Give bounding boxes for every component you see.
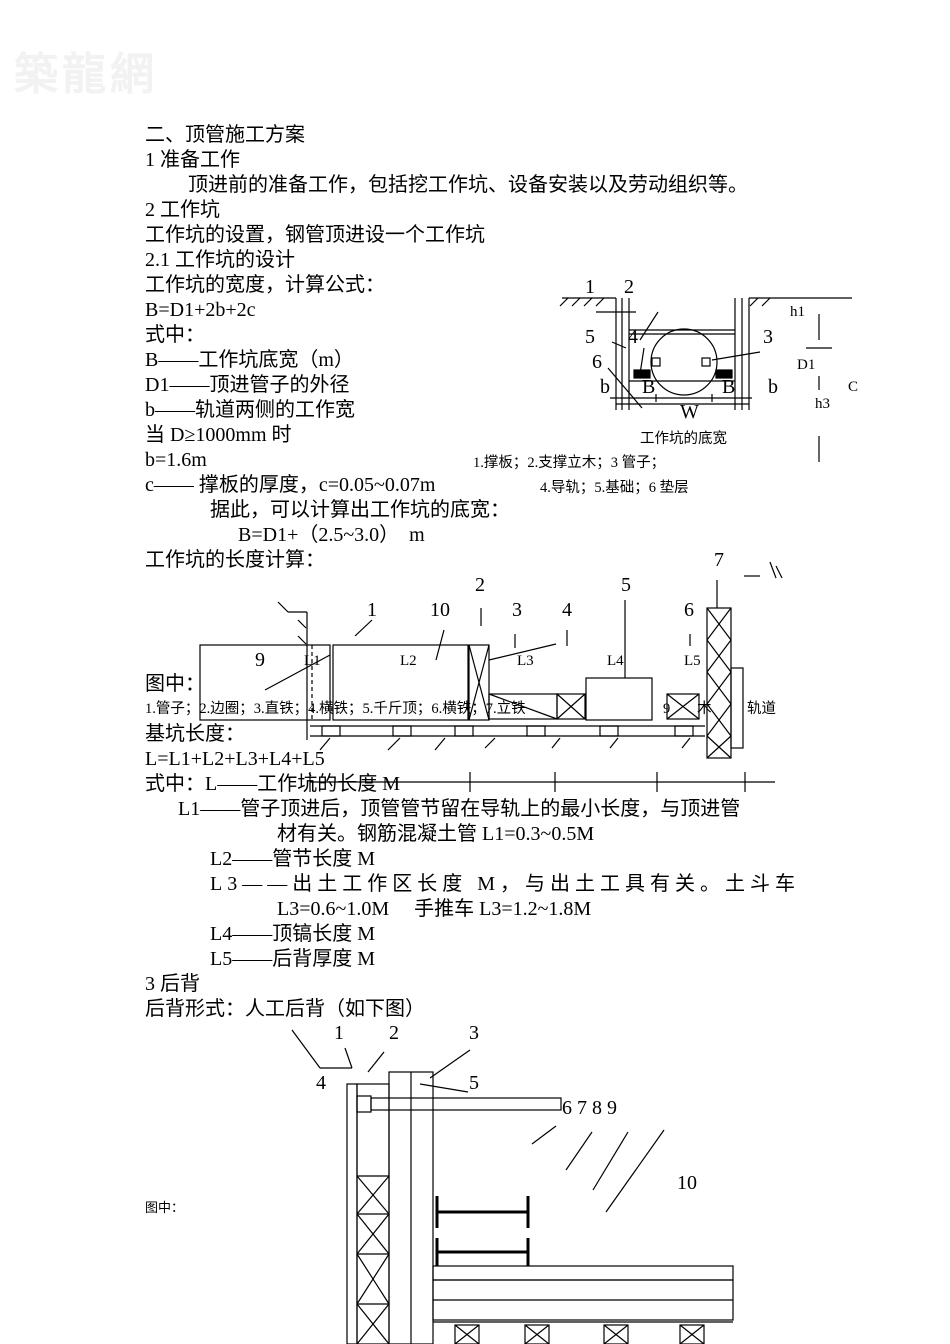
accordingly-text: 据此，可以计算出工作坑的底宽： (210, 499, 510, 521)
fig1-label-3: 3 (763, 326, 773, 348)
fig3-label-2: 2 (389, 1022, 399, 1044)
watermark: 築龍網 (14, 49, 158, 100)
b-value: b=1.6m (145, 449, 207, 471)
figure-back (291, 1029, 734, 1344)
fig2-label-L5: L5 (684, 653, 701, 669)
fig2-label-5: 5 (621, 574, 631, 596)
def-L3-line2: L3=0.6~1.0M 手推车 L3=1.2~1.8M (277, 898, 592, 920)
def-L1-line1: L1——管子顶进后，顶管管节留在导轨上的最小长度，与顶进管 (178, 798, 741, 820)
def-L5: L5——后背厚度 M (210, 948, 375, 970)
def-B: B——工作坑底宽（m） (145, 349, 354, 371)
fig1-label-B-right: B (722, 376, 736, 398)
fig2-label-3: 3 (512, 599, 522, 621)
fig2-label-2: 2 (475, 574, 485, 596)
fig1-label-D1: D1 (797, 357, 816, 373)
pit-length-label: 基坑长度： (145, 723, 245, 745)
def-L3-line1: L3——出土工作区长度 M，与出土工具有关。土斗车 (210, 873, 800, 895)
def-L1-line2: 材有关。钢筋混凝土管 L1=0.3~0.5M (277, 823, 595, 845)
def-b: b——轨道两侧的工作宽 (145, 399, 355, 421)
fig1-label-5: 5 (585, 326, 595, 348)
def-L: 式中：L——工作坑的长度 M (145, 773, 400, 795)
length-calc-heading: 工作坑的长度计算： (145, 549, 325, 571)
fig1-caption: 工作坑的底宽 (640, 431, 727, 447)
fig1-label-1: 1 (585, 276, 595, 298)
heading-design: 2.1 工作坑的设计 (145, 249, 295, 271)
where-label: 式中： (145, 324, 205, 346)
fig1-legend-1: 1.撑板；2.支撑立木；3 管子； (473, 455, 666, 471)
heading-pit: 2 工作坑 (145, 199, 220, 221)
def-L4: L4——顶镐长度 M (210, 923, 375, 945)
fig1-label-B-left: B (642, 376, 656, 398)
fig1-label-h3: h3 (815, 396, 830, 412)
fig2-label-7: 7 (714, 549, 724, 571)
fig3-label-1: 1 (334, 1022, 344, 1044)
B-result: B=D1+（2.5~3.0） m (238, 524, 425, 546)
def-L2: L2——管节长度 M (210, 848, 375, 870)
fig1-label-h1: h1 (790, 304, 805, 320)
fig3-label-3: 3 (469, 1022, 479, 1044)
fig1-label-C: C (848, 379, 859, 395)
fig2-label-L1: L1 (304, 653, 321, 669)
fig2-label-L4: L4 (607, 653, 624, 669)
back-form-text: 后背形式：人工后背（如下图） (145, 998, 425, 1020)
section-heading: 二、顶管施工方案 (145, 124, 305, 146)
fig1-label-b-left: b (600, 376, 610, 398)
fig2-label-10: 10 (430, 599, 450, 621)
fig2-legend-wood: 木 (697, 701, 712, 717)
fig2-label-1: 1 (367, 599, 377, 621)
paragraph-prep: 顶进前的准备工作，包括挖工作坑、设备安装以及劳动组织等。 (188, 174, 748, 196)
def-c: c—— 撑板的厚度，c=0.05~0.07m (145, 474, 436, 496)
fig2-legend-rail: 轨道 (747, 701, 776, 717)
fig3-label-5: 5 (469, 1072, 479, 1094)
fig1-label-4: 4 (628, 326, 638, 348)
def-D1: D1——顶进管子的外径 (145, 374, 350, 396)
width-formula: B=D1+2b+2c (145, 299, 256, 321)
fig2-label-6: 6 (684, 599, 694, 621)
fig2-label-9: 9 (255, 649, 265, 671)
fig3-label-4: 4 (316, 1072, 326, 1094)
fig2-label-L3: L3 (517, 653, 534, 669)
heading-back: 3 后背 (145, 973, 200, 995)
fig3-label-6789: 6 7 8 9 (562, 1097, 617, 1119)
heading-prep: 1 准备工作 (145, 149, 240, 171)
fig1-label-2: 2 (624, 276, 634, 298)
figure-note-label: 图中： (145, 673, 205, 695)
fig2-legend-9: 9 (663, 701, 671, 717)
fig1-legend-2: 4.导轨；5.基础；6 垫层 (540, 480, 689, 496)
fig1-label-6: 6 (592, 351, 602, 373)
fig2-label-4: 4 (562, 599, 572, 621)
width-formula-intro: 工作坑的宽度，计算公式： (145, 274, 385, 296)
condition-D: 当 D≥1000mm 时 (145, 424, 292, 446)
fig3-label-10: 10 (677, 1172, 697, 1194)
L-formula: L=L1+L2+L3+L4+L5 (145, 748, 325, 770)
paragraph-pit: 工作坑的设置，钢管顶进设一个工作坑 (145, 224, 485, 246)
fig2-legend: 1.管子；2.边圈；3.直铁；4.横铁；5.千斤顶；6.横铁；7.立铁 (145, 701, 526, 717)
fig3-note-label: 图中： (145, 1200, 185, 1215)
fig1-label-W: W (680, 401, 699, 423)
fig2-label-L2: L2 (400, 653, 417, 669)
figure-pit-length (199, 561, 783, 792)
fig1-label-b-right: b (768, 376, 778, 398)
